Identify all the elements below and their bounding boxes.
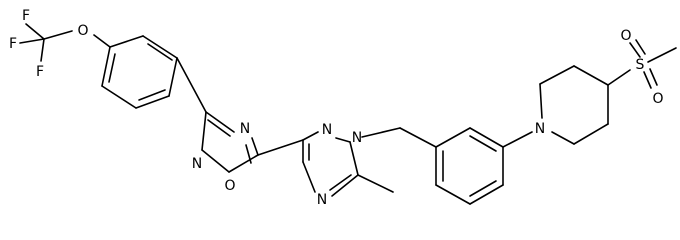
trifluoromethyl-group <box>19 23 73 62</box>
oxadiazole-nitrogen-top-label: N <box>240 121 250 137</box>
phenyl-ring-left <box>101 35 178 109</box>
sulfonyl-oxygen-label-2: O <box>652 91 663 107</box>
methylene-bond-b <box>399 127 437 148</box>
piperidine-nitrogen-label: N <box>535 121 545 137</box>
oxadiazole-nitrogen-bottom-label: N <box>192 156 202 172</box>
fluorine-label-1: F <box>22 8 30 24</box>
sulfur-label: S <box>636 57 645 73</box>
triazole-nitrogen-top-label: N <box>322 122 332 138</box>
ether-oxygen-label: O <box>77 23 88 39</box>
aryl-piperidine-bond <box>502 131 533 148</box>
fluorine-label-3: F <box>36 64 44 80</box>
triazole-nitrogen-bottom-label: N <box>317 192 327 208</box>
aryl-oxadiazole-bond <box>176 57 207 113</box>
fluorine-label-2: F <box>9 36 17 52</box>
molecule-structure: F F F O N N O N N N N S O O <box>9 8 677 208</box>
oxadiazole-ring <box>201 111 259 173</box>
methylene-bond-a <box>361 127 401 138</box>
oxadiazole-oxygen-label: O <box>224 178 235 194</box>
structure-canvas: F F F O N N O N N N N S O O <box>9 8 677 208</box>
methyl-bond <box>357 174 394 193</box>
methylsulfonyl-group <box>607 39 677 89</box>
triazole-ring <box>302 131 359 197</box>
sulfonyl-oxygen-label-1: O <box>620 28 631 44</box>
ether-bond <box>93 34 111 48</box>
triazole-nitrogen-side-label: N <box>352 130 362 146</box>
piperidine-ring <box>539 65 609 145</box>
phenyl-ring-right <box>435 127 504 205</box>
oxadiazole-triazole-bond <box>257 139 304 156</box>
